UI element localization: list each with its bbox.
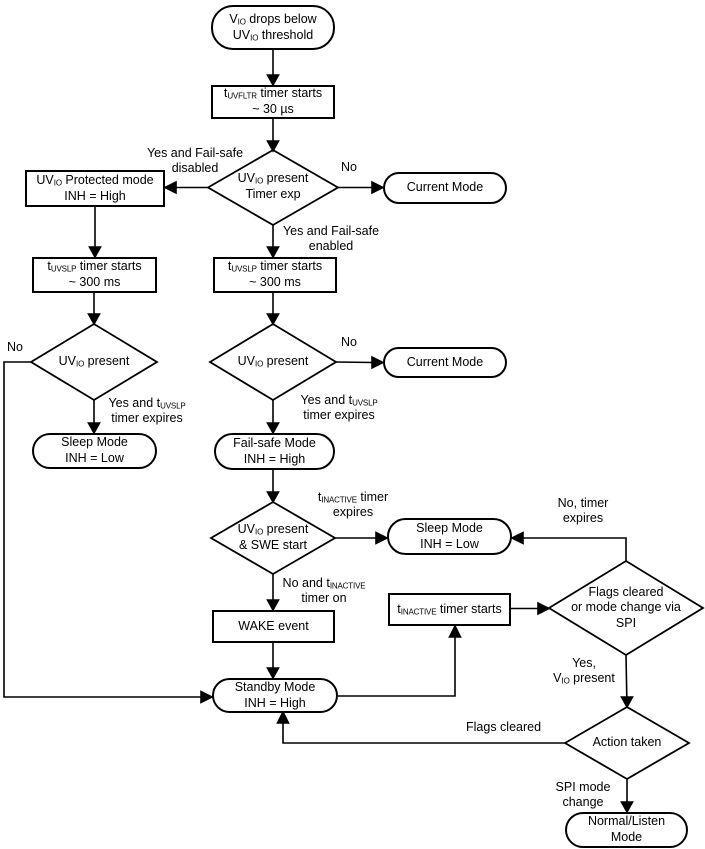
edge-label-no-left: No <box>7 340 23 354</box>
decision-uvio-present-swe-label: UVIO present& SWE start <box>237 522 309 552</box>
arrow-uvslp-left-to-decision2 <box>87 293 101 326</box>
arrow-decision4-to-wake <box>266 574 280 612</box>
decision-action-taken: Action taken <box>567 730 687 756</box>
decision-uvio-present-left-label: UVIO present <box>58 354 130 369</box>
process-uvfltr-timer: tUVFLTR timer starts~ 30 µs <box>211 85 335 119</box>
arrow-decision4-to-sleep-right <box>335 531 389 545</box>
arrow-protected-to-uvslp-left <box>88 207 102 259</box>
arrow-decision3-to-failsafe <box>266 400 280 435</box>
decision-flags-cleared-shape <box>547 559 705 657</box>
arrow-flags-decision-yes-to-action-taken <box>620 654 634 709</box>
process-uvslp-timer-left: tUVSLP timer starts~ 300 ms <box>32 257 157 293</box>
process-wake-event-label: WAKE event <box>238 618 309 633</box>
edge-label-no-center: No <box>341 335 357 349</box>
decision-action-taken-label: Action taken <box>592 735 662 750</box>
edge-label-no-top: No <box>341 160 357 174</box>
arrow-decision2-no-to-standby <box>3 361 214 704</box>
terminal-current-mode-2-label: Current Mode <box>406 354 484 369</box>
arrow-failsafe-to-decision4 <box>266 470 280 504</box>
decision-uvio-present-left-shape <box>29 322 159 402</box>
arrow-flags-decision-no-to-sleep-right <box>510 531 627 561</box>
decision-uvio-present-center-label: UVIO present <box>237 354 309 369</box>
process-tinactive-timer-starts: tINACTIVE timer starts <box>388 593 511 626</box>
arrow-decision1-to-current-mode-1 <box>338 180 385 195</box>
process-uvslp-timer-center: tUVSLP timer starts~ 300 ms <box>213 257 337 293</box>
arrow-wake-to-standby <box>266 643 280 680</box>
decision-uvio-present-left: UVIO present <box>44 344 144 380</box>
terminal-current-mode-1: Current Mode <box>383 172 507 204</box>
arrow-start-to-uvfltr <box>266 50 280 87</box>
process-uvslp-timer-center-label: tUVSLP timer starts~ 300 ms <box>227 259 323 289</box>
terminal-current-mode-2: Current Mode <box>383 347 507 378</box>
decision-action-taken-shape <box>563 705 691 781</box>
edge-label-flags-cleared: Flags cleared <box>466 720 542 734</box>
arrow-tinactive-starts-to-flags-decision <box>511 601 551 616</box>
arrow-action-taken-to-normal-listen <box>620 779 634 814</box>
arrow-decision3-to-current-mode-2 <box>335 355 385 370</box>
decision-uvio-present-center: UVIO present <box>223 344 323 380</box>
arrow-standby-to-tinactive-starts <box>338 624 462 697</box>
decision-uvio-present-swe: UVIO present& SWE start <box>215 516 331 560</box>
process-uvslp-timer-left-label: tUVSLP timer starts~ 300 ms <box>47 259 142 289</box>
arrow-decision1-to-uvslp-center <box>266 225 280 259</box>
arrow-action-taken-to-standby <box>276 710 565 744</box>
process-tinactive-timer-starts-label: tINACTIVE timer starts <box>397 601 502 617</box>
arrow-uvslp-center-to-decision3 <box>266 293 280 326</box>
edge-label-yes-vio-present: Yes,VIO present <box>553 656 615 686</box>
terminal-current-mode-1-label: Current Mode <box>406 180 484 195</box>
process-uvfltr-timer-label: tUVFLTR timer starts~ 30 µs <box>223 86 323 116</box>
arrow-decision2-to-sleep-left <box>87 400 101 435</box>
arrow-decision1-to-protected <box>163 180 208 195</box>
arrow-uvfltr-to-decision1 <box>266 119 280 153</box>
process-wake-event: WAKE event <box>212 610 335 643</box>
